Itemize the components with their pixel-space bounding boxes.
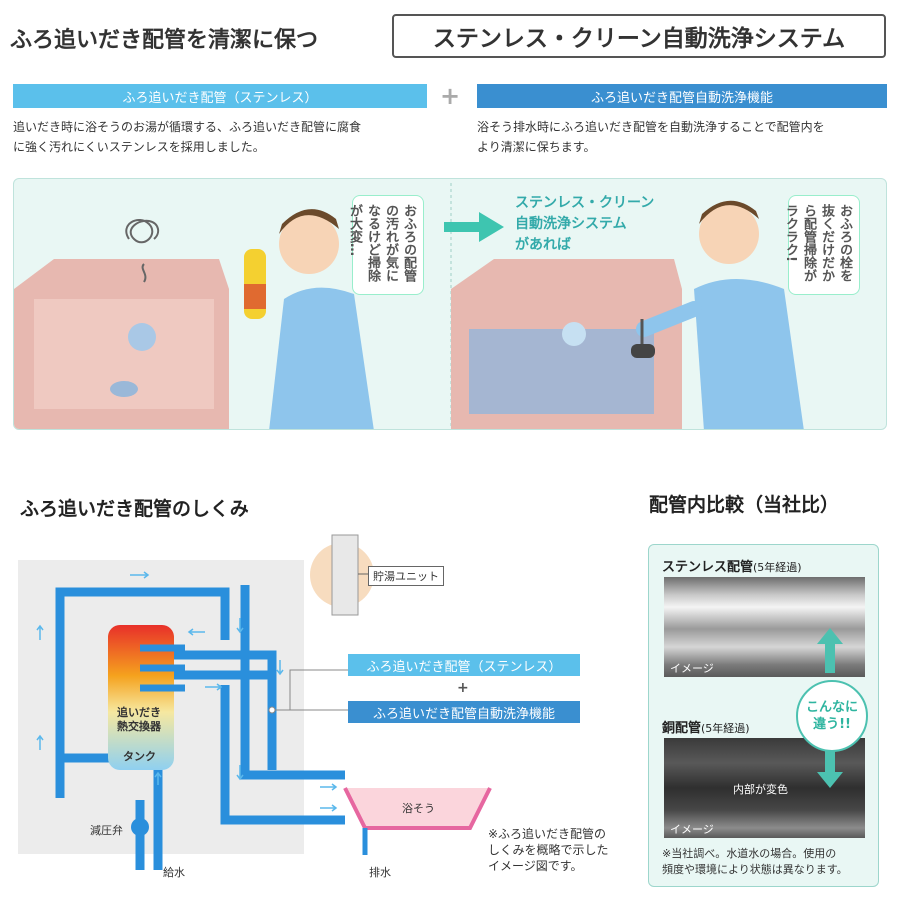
plus-sign: + <box>440 82 461 110</box>
heat-exchanger-coil <box>140 644 185 692</box>
mechanism-section-title: ふろ追いだき配管のしくみ <box>20 498 249 520</box>
right-arrow-icon <box>444 212 504 242</box>
callout-line: ステンレス・クリーン <box>515 195 655 211</box>
copper-sub: (5年経過) <box>701 722 750 735</box>
illustration-panel <box>13 178 887 430</box>
desc-line: より清潔に保ちます。 <box>477 140 596 154</box>
person-happy-illustration <box>631 200 804 429</box>
comparison-note: ※当社調べ。水道水の場合。使用の 頻度や環境により状態は異なります。 <box>662 846 877 878</box>
note-line: しくみを概略で示した <box>488 843 609 857</box>
comparison-section-title: 配管内比較（当社比） <box>649 494 840 516</box>
note-line: イメージ図です。 <box>488 859 583 873</box>
bath-plug <box>631 344 655 358</box>
callout-line: 自動洗浄システム <box>515 216 627 232</box>
bathtub-label: 浴そう <box>402 802 435 815</box>
storage-unit-icon <box>331 534 359 616</box>
pressure-valve-icon <box>131 818 149 836</box>
flow-arrows <box>36 571 338 812</box>
desc-line: に強く汚れにくいステンレスを採用しました。 <box>13 140 265 154</box>
comparison-bubble: こんなに 違う!! <box>796 680 868 752</box>
bathtub-diagram <box>343 787 492 830</box>
system-title-box: ステンレス・クリーン自動洗浄システム <box>392 14 886 58</box>
dirt-swirl-icon <box>125 219 160 283</box>
speech-bubble-happy: おふろの栓を抜くだけだから配管掃除がラクラク! <box>783 195 860 295</box>
discolor-label: 内部が変色 <box>733 783 788 796</box>
stainless-name: ステンレス配管 <box>662 560 754 575</box>
tank-heat-exchanger <box>108 625 174 770</box>
feature-description-stainless: 追いだき時に浴そうのお湯が循環する、ふろ追いだき配管に腐食 に強く汚れにくいステ… <box>13 117 433 157</box>
heat-exchanger-line: 追いだき <box>117 706 161 719</box>
pipe-label-autoclean: ふろ追いだき配管自動洗浄機能 <box>348 701 580 723</box>
comparison-arrows <box>817 628 843 788</box>
feature-label-stainless: ふろ追いだき配管（ステンレス） <box>13 84 427 108</box>
person-worried-illustration <box>244 209 374 429</box>
up-arrow-icon <box>817 628 843 673</box>
storage-unit-label: 貯湯ユニット <box>368 566 444 586</box>
tank-label: タンク <box>123 750 156 763</box>
drain-label: 排水 <box>369 866 391 879</box>
callout-line: があれば <box>515 237 571 253</box>
bubble-line: こんなに <box>805 700 858 715</box>
drain-hole-right <box>562 322 586 346</box>
note-line: ※ふろ追いだき配管の <box>488 827 607 841</box>
feature-label-autoclean: ふろ追いだき配管自動洗浄機能 <box>477 84 887 108</box>
note-line: ※当社調べ。水道水の場合。使用の <box>662 847 837 860</box>
illustration-art <box>14 183 804 429</box>
water-supply-label: 給水 <box>163 866 185 879</box>
copper-title: 銅配管(5年経過) <box>662 717 750 736</box>
plus-sign-diagram: + <box>457 680 469 696</box>
speech-bubble-worried: おふろの配管の汚れが気になるけど掃除が大変… <box>347 195 424 295</box>
copper-name: 銅配管 <box>662 721 702 736</box>
drain-hole-left <box>128 323 156 351</box>
pipe-label-stainless: ふろ追いだき配管（ステンレス） <box>348 654 580 676</box>
stainless-sub: (5年経過) <box>753 561 802 574</box>
stainless-title: ステンレス配管(5年経過) <box>662 556 802 575</box>
image-label-stainless: イメージ <box>670 662 714 675</box>
note-line: 頻度や環境により状態は異なります。 <box>662 863 848 876</box>
desc-line: 追いだき時に浴そうのお湯が循環する、ふろ追いだき配管に腐食 <box>13 120 362 134</box>
heat-exchanger-line: 熱交換器 <box>117 720 161 733</box>
pressure-valve-label: 減圧弁 <box>90 824 123 837</box>
diagram-note: ※ふろ追いだき配管の しくみを概略で示した イメージ図です。 <box>488 826 608 874</box>
feature-description-autoclean: 浴そう排水時にふろ追いだき配管を自動洗浄することで配管内を より清潔に保ちます。 <box>477 117 897 157</box>
down-arrow-icon <box>817 743 843 788</box>
bubble-line: 違う!! <box>813 717 851 732</box>
desc-line: 浴そう排水時にふろ追いだき配管を自動洗浄することで配管内を <box>477 120 825 134</box>
page-title: ふろ追いだき配管を清潔に保つ <box>10 28 319 53</box>
system-callout: ステンレス・クリーン 自動洗浄システム があれば <box>515 193 654 256</box>
heat-exchanger-label: 追いだき 熱交換器 <box>117 706 161 734</box>
mechanism-diagram <box>36 534 492 870</box>
image-label-copper: イメージ <box>670 823 714 836</box>
